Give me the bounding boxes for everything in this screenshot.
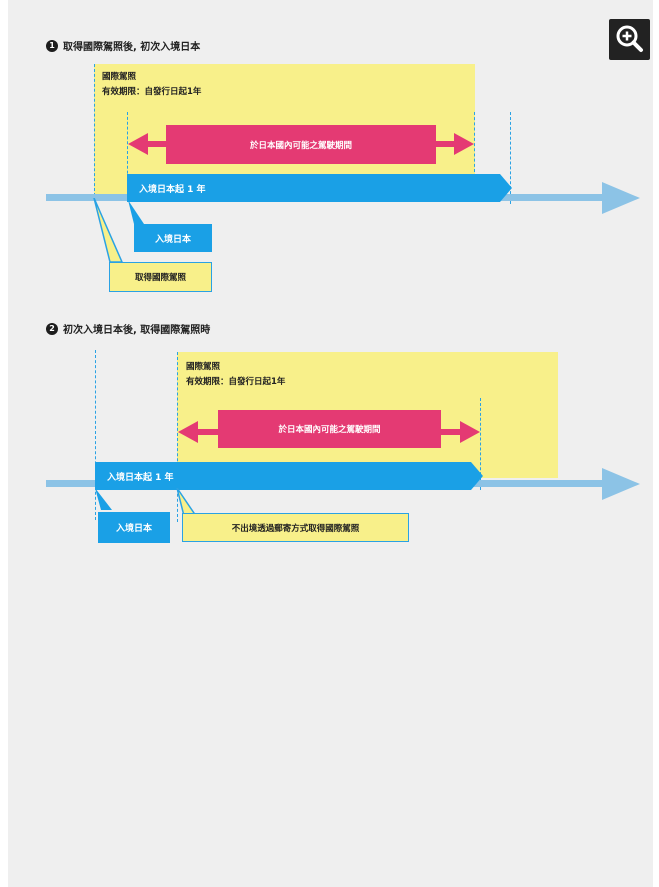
diagram1-period-arrow-right (454, 133, 474, 155)
diagram2-entry-label: 入境日本 (98, 512, 170, 543)
zoom-in-icon (616, 25, 643, 52)
diagram1-dash-entry (127, 112, 128, 198)
diagram2-number: 2 (46, 322, 58, 335)
diagram2-driving-period: 於日本國內可能之駕駛期間 (218, 410, 441, 448)
diagram2-title-text: 初次入境日本後, 取得國際駕照時 (63, 325, 211, 336)
diagram2-dash-year-end (480, 398, 481, 490)
diagram2-license-validity: 有效期限：自發行日起1年 (186, 377, 286, 387)
diagram2-entry-year-bar: 入境日本起 1 年 (95, 462, 483, 490)
diagram1-dash-obtain (94, 64, 95, 196)
diagram2-dash-entry (95, 350, 96, 520)
diagram1-obtain-label: 取得國際駕照 (109, 262, 212, 292)
diagram2-timeline-arrowhead (602, 468, 640, 500)
diagram1-obtain-callout (93, 198, 124, 263)
diagram1-period-arrow-left (128, 133, 148, 155)
diagram1-driving-period: 於日本國內可能之駕駛期間 (166, 125, 436, 164)
zoom-in-button[interactable] (609, 19, 650, 60)
diagram2-dash-obtain (177, 352, 178, 522)
diagram1-license-title: 國際駕照 (102, 72, 137, 82)
diagram1-dash-year-end (510, 112, 511, 204)
diagram2-obtain-label: 不出境透過郵寄方式取得國際駕照 (182, 513, 409, 542)
diagram1-entry-callout (128, 200, 144, 224)
diagram2-period-arrow-left (178, 421, 198, 443)
diagram1-entry-label: 入境日本 (134, 224, 212, 252)
diagram1-dash-license-end (474, 112, 475, 172)
diagram1-title-text: 取得國際駕照後, 初次入境日本 (63, 42, 201, 53)
diagram2-period-arrow-right (460, 421, 480, 443)
diagram2-license-title: 國際駕照 (186, 362, 221, 372)
diagram1-number: 1 (46, 39, 58, 52)
diagram2-license-text: 國際駕照 有效期限：自發行日起1年 (186, 360, 285, 390)
diagram1-license-text: 國際駕照 有效期限：自發行日起1年 (102, 70, 201, 100)
diagram1-entry-year-bar: 入境日本起 1 年 (127, 174, 512, 202)
diagram2-title: 2 初次入境日本後, 取得國際駕照時 (46, 321, 210, 336)
diagram1-title: 1 取得國際駕照後, 初次入境日本 (46, 38, 200, 53)
diagram1-license-validity: 有效期限：自發行日起1年 (102, 87, 202, 97)
diagram2-entry-callout (95, 488, 112, 510)
diagram1-timeline-arrowhead (602, 182, 640, 214)
